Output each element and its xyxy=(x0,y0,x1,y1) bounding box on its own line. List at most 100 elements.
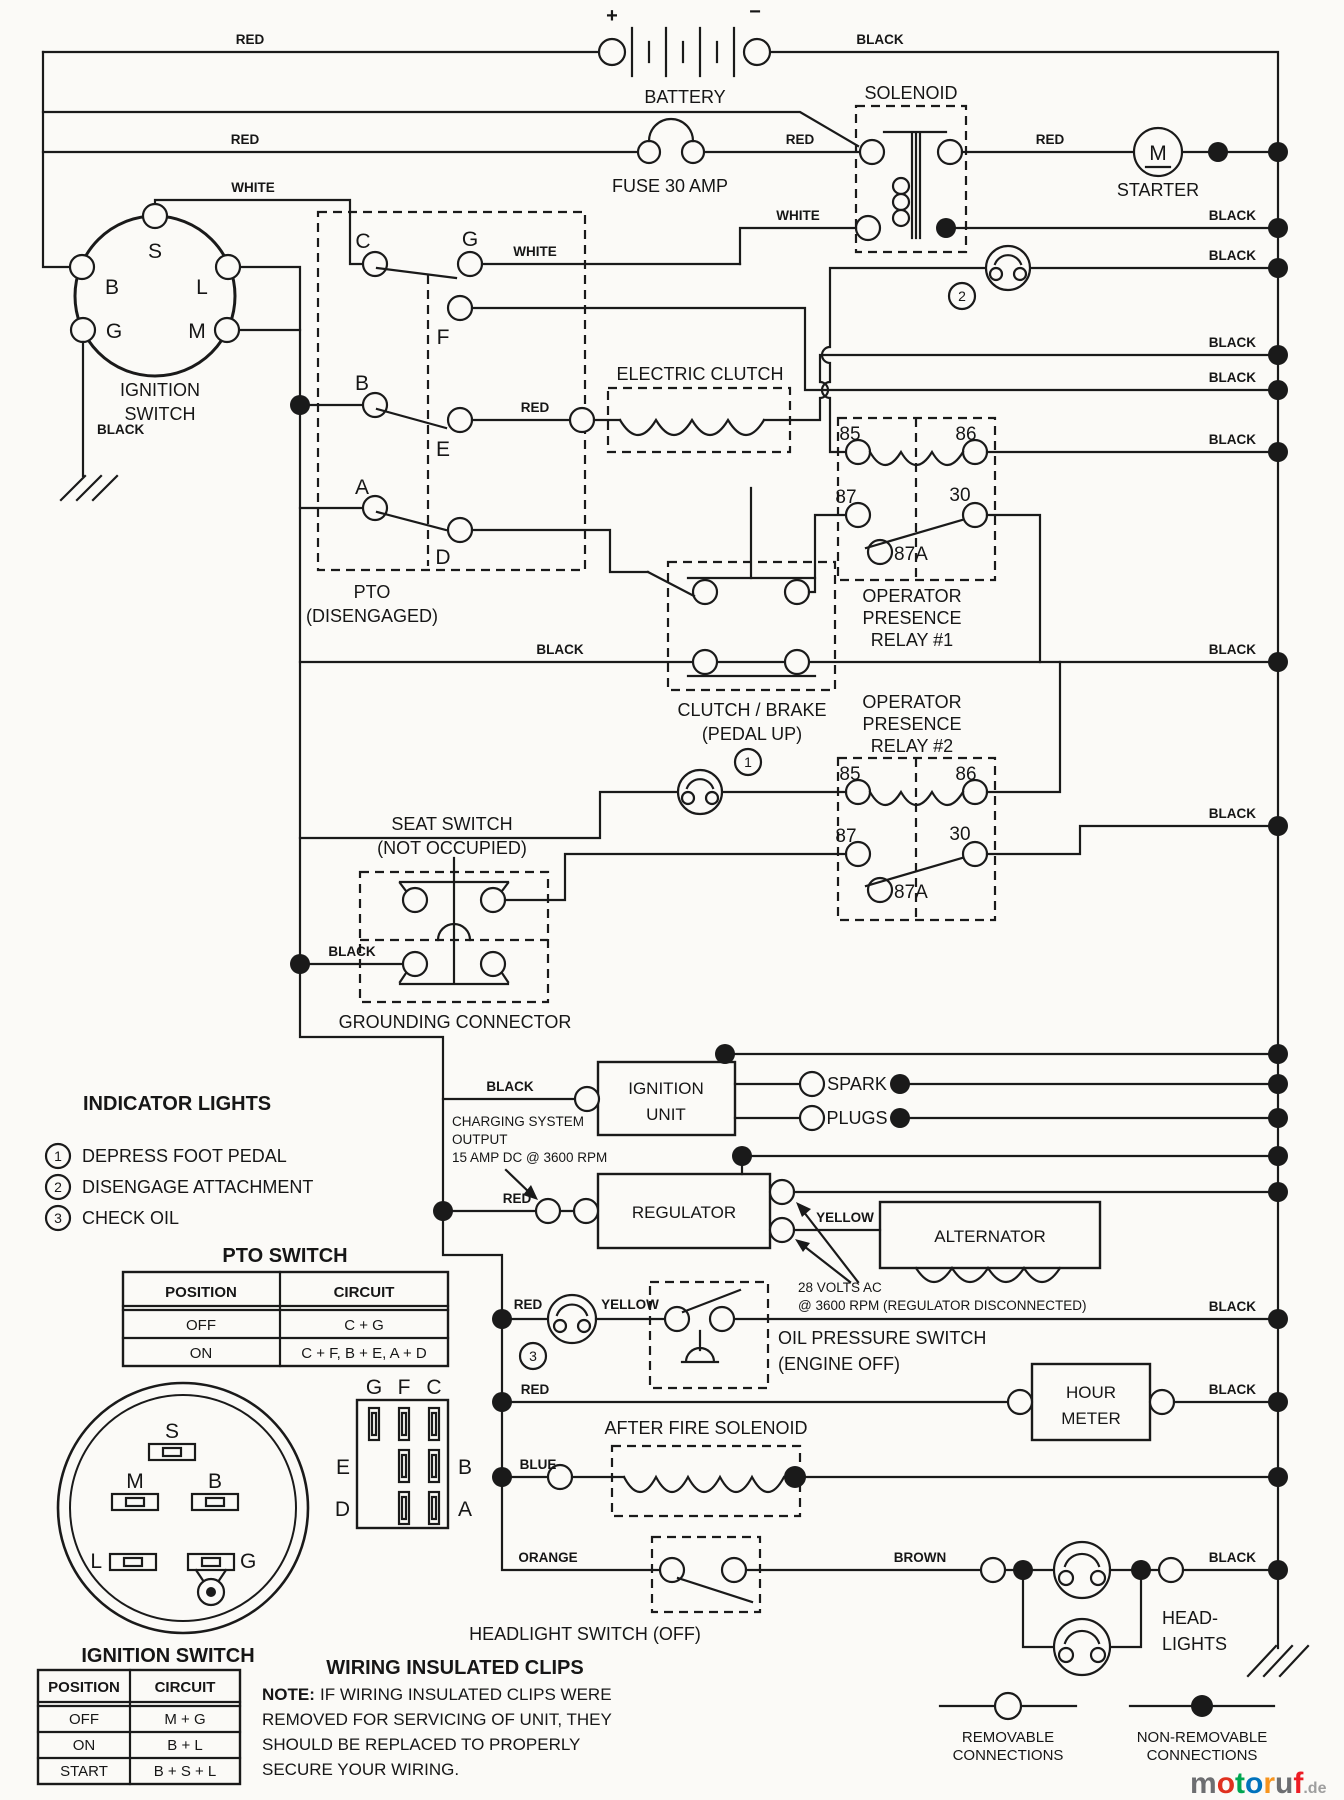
note-line-4: SECURE YOUR WIRING. xyxy=(262,1760,459,1779)
block-pin-a: A xyxy=(458,1498,472,1521)
ignition-table-cell: B + L xyxy=(167,1737,202,1754)
indicator-item-3-label: CHECK OIL xyxy=(82,1208,179,1228)
battery: + − BATTERY RED BLACK xyxy=(236,1,904,107)
battery-label: BATTERY xyxy=(644,87,725,107)
ignition-terminal-g: G xyxy=(106,320,122,343)
ignition-table-cell: START xyxy=(60,1763,108,1780)
wire-label-black: BLACK xyxy=(536,642,583,657)
alternator: ALTERNATOR xyxy=(878,1200,1102,1284)
indicator-item-2-label: DISENGAGE ATTACHMENT xyxy=(82,1177,313,1197)
pto-terminal-e: E xyxy=(436,438,450,461)
wire-label-black: BLACK xyxy=(97,422,144,437)
watermark: motoruf.de xyxy=(1190,1767,1327,1800)
wire-label-black: BLACK xyxy=(856,32,903,47)
spark-plugs: SPARK PLUGS xyxy=(733,1070,1288,1132)
wire-label-black: BLACK xyxy=(1209,806,1256,821)
wire-label-yellow: YELLOW xyxy=(601,1297,659,1312)
wire-label-yellow: YELLOW xyxy=(816,1210,874,1225)
ignition-switch-label-2: SWITCH xyxy=(125,404,196,424)
note-line-1: IF WIRING INSULATED CLIPS WERE xyxy=(320,1685,612,1704)
indicator-lamp-1: 1 xyxy=(298,747,848,840)
ignition-switch: S B L G M IGNITION SWITCH WHITE BLACK xyxy=(59,180,365,502)
legend-nonremovable-2: CONNECTIONS xyxy=(1147,1747,1258,1764)
headlights-label-1: HEAD- xyxy=(1162,1608,1218,1628)
alternator-label: ALTERNATOR xyxy=(934,1227,1045,1246)
block-pin-e: E xyxy=(336,1456,350,1479)
wire-label-red: RED xyxy=(521,1382,550,1397)
wire-label-black: BLACK xyxy=(1209,642,1256,657)
oil-switch-label-1: OIL PRESSURE SWITCH xyxy=(778,1328,986,1348)
relay1-terminal-87: 87 xyxy=(835,487,856,508)
starter-label: STARTER xyxy=(1117,180,1199,200)
hour-meter-label-2: METER xyxy=(1061,1409,1121,1428)
wire-label-black: BLACK xyxy=(1209,1550,1256,1565)
ignition-unit-label-1: IGNITION xyxy=(628,1079,704,1098)
wire-label-red: RED xyxy=(786,132,815,147)
pto-switch-table: PTO SWITCH POSITION CIRCUIT OFF C + G ON… xyxy=(121,1245,450,1368)
headlight-switch: HEADLIGHT SWITCH (OFF) ORANGE BROWN xyxy=(469,1535,1056,1644)
pto-terminal-b: B xyxy=(355,372,369,395)
fuse-label: FUSE 30 AMP xyxy=(612,176,728,196)
regulator-label: REGULATOR xyxy=(632,1203,736,1222)
ignition-connector-title: IGNITION SWITCH xyxy=(81,1645,254,1667)
indicator-1-number: 1 xyxy=(744,754,752,770)
indicator-item-3-num: 3 xyxy=(54,1210,62,1226)
seat-switch-label-2: (NOT OCCUPIED) xyxy=(377,838,527,858)
relay2-terminal-87: 87 xyxy=(835,826,856,847)
legend-nonremovable-1: NON-REMOVABLE xyxy=(1137,1729,1268,1746)
wire-label-white: WHITE xyxy=(231,180,275,195)
seat-switch-label-1: SEAT SWITCH xyxy=(391,814,512,834)
pto-terminal-d: D xyxy=(435,546,450,569)
block-pin-g: G xyxy=(366,1376,382,1399)
pto-terminal-f: F xyxy=(437,326,450,349)
wire-label-orange: ORANGE xyxy=(518,1550,577,1565)
pto-table-cell: ON xyxy=(190,1345,213,1362)
wire-label-black: BLACK xyxy=(328,944,375,959)
pto-connector-block: G F C E D B A xyxy=(335,1376,472,1530)
connector-pin-l: L xyxy=(90,1550,102,1573)
pto-label-2: (DISENGAGED) xyxy=(306,606,438,626)
spark-plugs-label-2: PLUGS xyxy=(826,1108,887,1128)
battery-minus-label: − xyxy=(749,1,761,23)
connector-pin-g: G xyxy=(240,1550,256,1573)
wire-label-red: RED xyxy=(236,32,265,47)
seat-switch: SEAT SWITCH (NOT OCCUPIED) GROUNDING CON… xyxy=(290,814,848,1032)
relay2-label-2: PRESENCE xyxy=(862,714,961,734)
charging-system-annotation: CHARGING SYSTEM OUTPUT 15 AMP DC @ 3600 … xyxy=(452,1114,607,1200)
block-pin-c: C xyxy=(426,1376,441,1399)
relay1-label-1: OPERATOR xyxy=(862,586,961,606)
note-title: WIRING INSULATED CLIPS xyxy=(326,1657,583,1679)
clutch-brake-label-2: (PEDAL UP) xyxy=(702,724,802,744)
headlights: HEAD- LIGHTS BLACK xyxy=(979,1540,1310,1678)
note-prefix: NOTE: xyxy=(262,1685,315,1704)
watermark-text: motoruf.de xyxy=(1190,1767,1327,1800)
ignition-table-cell: M + G xyxy=(164,1711,205,1728)
pto-terminal-a: A xyxy=(355,476,369,499)
ignition-table-header-circuit: CIRCUIT xyxy=(155,1679,216,1696)
connector-pin-m: M xyxy=(126,1470,144,1493)
starter: M STARTER RED xyxy=(960,126,1288,200)
wire-label-blue: BLUE xyxy=(520,1457,557,1472)
ignition-unit: IGNITION UNIT BLACK xyxy=(486,1044,1288,1137)
note-line-2: REMOVED FOR SERVICING OF UNIT, THEY xyxy=(262,1710,612,1729)
relay1-terminal-85: 85 xyxy=(839,424,860,445)
fuse: FUSE 30 AMP RED RED xyxy=(231,117,815,196)
solenoid-label: SOLENOID xyxy=(864,83,957,103)
wire-label-red: RED xyxy=(231,132,260,147)
relay2-terminal-85: 85 xyxy=(839,764,860,785)
ignition-table-header-position: POSITION xyxy=(48,1679,120,1696)
wire-label-black: BLACK xyxy=(1209,1382,1256,1397)
ignition-table-cell: ON xyxy=(73,1737,96,1754)
pto-table-cell: OFF xyxy=(186,1317,216,1334)
volts-note-2: @ 3600 RPM (REGULATOR DISCONNECTED) xyxy=(798,1298,1087,1313)
pto-terminal-c: C xyxy=(355,230,370,253)
indicator-item-2-num: 2 xyxy=(54,1179,62,1195)
operator-presence-relay-2: 85 86 87 30 87A OPERATOR PRESENCE RELAY … xyxy=(835,660,1288,922)
relay1-label-3: RELAY #1 xyxy=(871,630,953,650)
connection-legend: REMOVABLE CONNECTIONS NON-REMOVABLE CONN… xyxy=(938,1691,1276,1764)
relay2-terminal-87a: 87A xyxy=(894,882,928,903)
regulator: REGULATOR RED YELLOW xyxy=(433,1146,1288,1250)
note-line-3: SHOULD BE REPLACED TO PROPERLY xyxy=(262,1735,580,1754)
